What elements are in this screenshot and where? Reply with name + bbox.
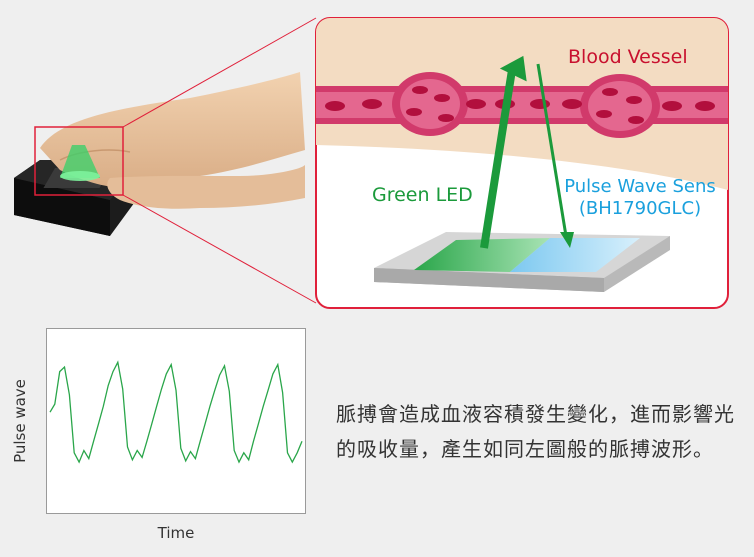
blood-vessel [316, 72, 728, 138]
zoom-panel [315, 17, 729, 309]
description-text: 脈搏會造成血液容積發生變化，進而影響光的吸收量，產生如同左圖般的脈搏波形。 [336, 402, 735, 461]
photodiode-chip [510, 238, 640, 272]
blood-vessel-label: Blood Vessel [568, 46, 688, 68]
sensor-label: Pulse Wave Sens (BH1790GLC) [540, 176, 740, 220]
chart-plot-area [46, 328, 306, 514]
chart-x-axis-label: Time [157, 524, 195, 542]
connector-line-bottom [122, 194, 317, 304]
pulse-wave-line [49, 360, 303, 464]
light-arrows [480, 55, 574, 249]
arrow-up-icon [499, 55, 527, 82]
sensor-label-line1: Pulse Wave Sens [564, 176, 716, 197]
hand [40, 72, 306, 209]
zoom-frame [34, 126, 124, 196]
green-led-chip [414, 238, 550, 272]
green-light-glow-icon [60, 145, 100, 181]
arrow-down-icon [560, 232, 574, 248]
connector-line-top [122, 17, 317, 128]
sensor-plate [374, 232, 670, 292]
green-led-label: Green LED [372, 184, 473, 206]
chart-y-axis-label: Pulse wave [11, 379, 29, 463]
sensor-label-line2: (BH1790GLC) [578, 198, 702, 219]
